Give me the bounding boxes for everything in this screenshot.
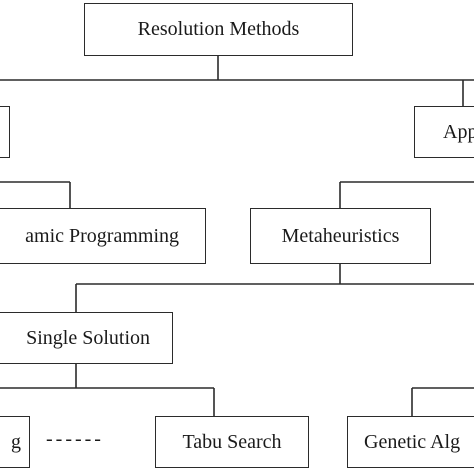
node-approximate-methods: App (414, 106, 474, 158)
node-single-solution-label: Single Solution (26, 326, 150, 349)
node-dynamic-programming: amic Programming (0, 208, 206, 264)
node-left-cut (0, 106, 10, 158)
node-resolution-methods: Resolution Methods (84, 3, 353, 56)
node-genetic-algorithm: Genetic Alg (347, 416, 474, 468)
node-bottom-left-cut: g (0, 416, 30, 468)
node-single-solution: Single Solution (0, 312, 173, 364)
node-metaheuristics-label: Metaheuristics (281, 224, 400, 247)
node-resolution-methods-label: Resolution Methods (137, 18, 300, 40)
ellipsis-dashes: ------ (46, 428, 104, 450)
node-approximate-methods-label: App (443, 120, 474, 143)
node-tabu-search-label: Tabu Search (182, 430, 282, 453)
node-genetic-algorithm-label: Genetic Alg (364, 430, 461, 453)
node-metaheuristics: Metaheuristics (250, 208, 431, 264)
node-tabu-search: Tabu Search (155, 416, 309, 468)
node-bottom-left-cut-label: g (11, 430, 21, 453)
node-dynamic-programming-label: amic Programming (25, 224, 179, 247)
